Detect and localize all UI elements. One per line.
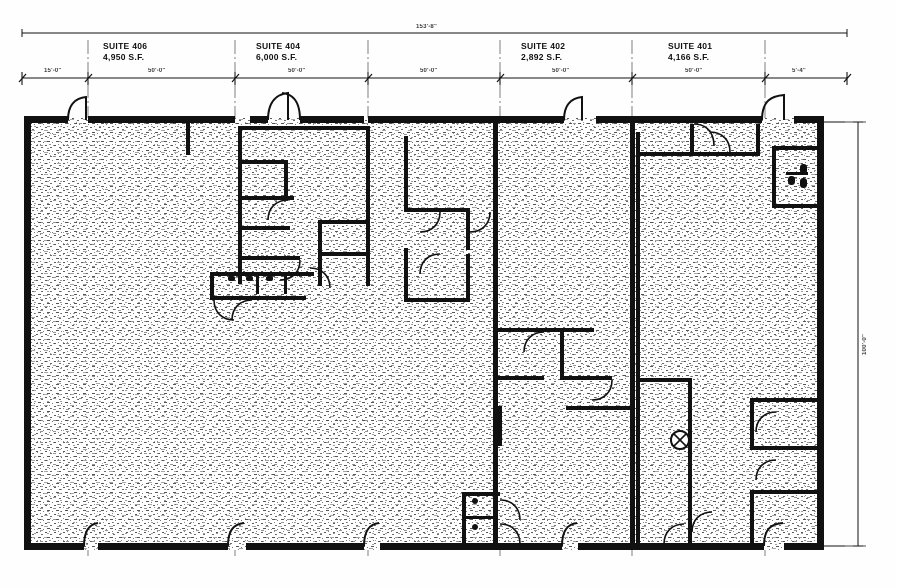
exterior-walls bbox=[24, 116, 824, 550]
suite-401-label: SUITE 401 bbox=[668, 41, 713, 51]
demising-walls bbox=[186, 123, 635, 543]
suite-402-area: 2,892 S.F. bbox=[521, 52, 563, 62]
shell-offset-lines bbox=[824, 121, 845, 547]
interior-partitions-suite-404 bbox=[210, 126, 470, 302]
dimension-bay-7: 5'-4" bbox=[792, 68, 806, 74]
interior-partitions-suite-402 bbox=[462, 328, 632, 550]
interior-partitions-suite-401 bbox=[636, 124, 820, 544]
suite-404-area: 6,000 S.F. bbox=[256, 52, 298, 62]
dimension-bay-2: 50'-0" bbox=[148, 68, 166, 74]
suite-401-area: 4,166 S.F. bbox=[668, 52, 710, 62]
interior-door-swings-suite-404 bbox=[213, 199, 491, 321]
floor-slab-hatch bbox=[24, 118, 824, 550]
dimension-bay-5: 50'-0" bbox=[552, 68, 570, 74]
dimension-bay-1: 15'-0" bbox=[44, 68, 62, 74]
dimension-bay-6: 50'-0" bbox=[685, 68, 703, 74]
interior-door-swings-suite-402 bbox=[499, 331, 613, 545]
overall-depth-dimension: 100'-0" bbox=[862, 333, 868, 355]
dimension-bay-3: 50'-0" bbox=[288, 68, 306, 74]
exterior-door-swings-top bbox=[67, 91, 785, 121]
suite-402-label: SUITE 402 bbox=[521, 41, 566, 51]
suite-406-label: SUITE 406 bbox=[103, 41, 148, 51]
suite-404-label: SUITE 404 bbox=[256, 41, 301, 51]
overall-width-dimension: 153'-8" bbox=[416, 24, 438, 30]
interior-door-swings-suite-401 bbox=[663, 123, 777, 545]
exterior-door-swings-bottom bbox=[83, 522, 784, 547]
dimension-right-vertical bbox=[824, 121, 866, 547]
suite-406-area: 4,950 S.F. bbox=[103, 52, 145, 62]
circled-x-symbol bbox=[670, 430, 690, 450]
dimension-bay-4: 50'-0" bbox=[420, 68, 438, 74]
